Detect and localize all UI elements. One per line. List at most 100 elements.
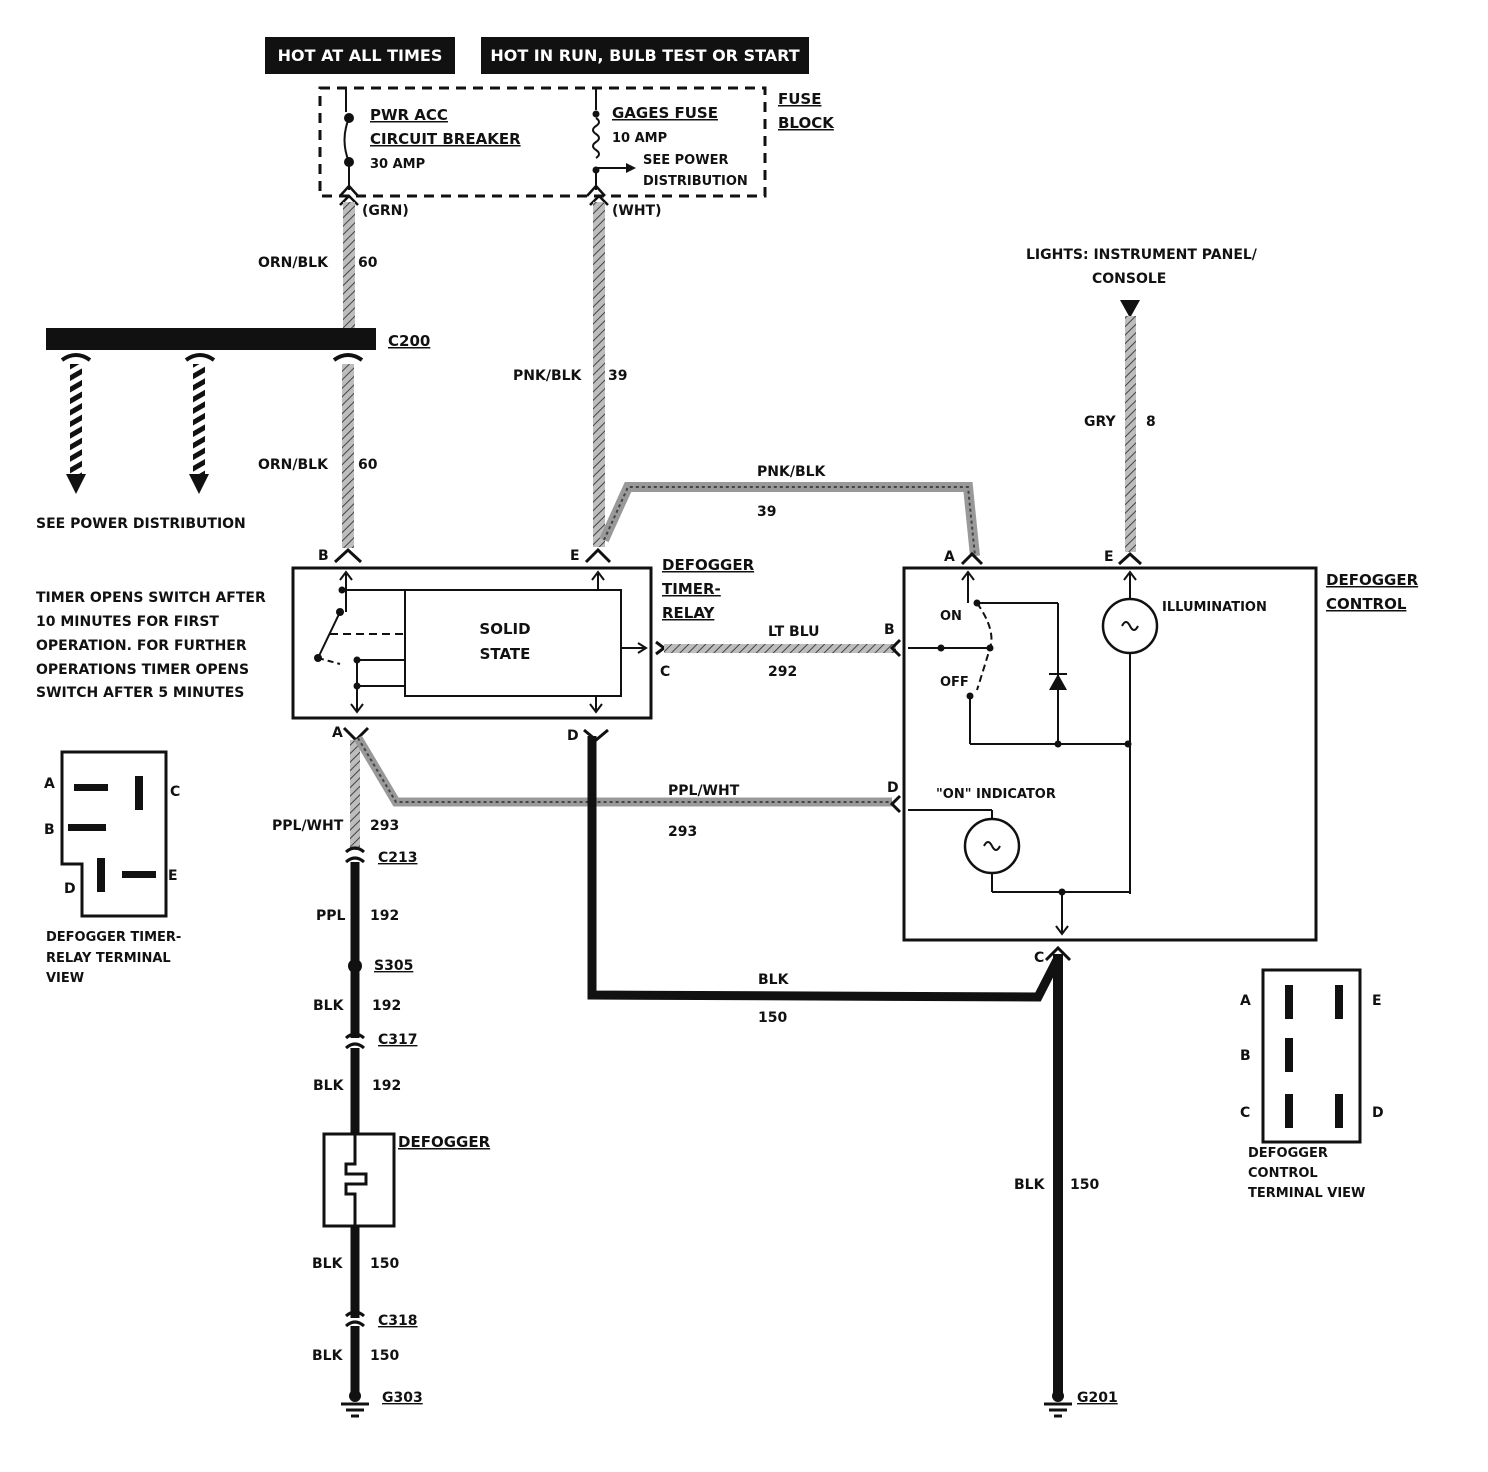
breaker-label-2: CIRCUIT BREAKER: [370, 130, 521, 148]
relay-view-caption-3: VIEW: [46, 971, 84, 986]
wire-150c-color: BLK: [758, 972, 790, 988]
wire-150d-color: BLK: [1014, 1177, 1046, 1193]
gages-see-power-2: DISTRIBUTION: [643, 174, 748, 189]
wire-150a-color: BLK: [312, 1256, 344, 1272]
wire-39-num: 39: [608, 368, 627, 384]
c213-label: C213: [378, 850, 418, 866]
control-pin-e: E: [1104, 549, 1114, 565]
fuse-block: FUSE BLOCK PWR ACC CIRCUIT BREAKER 30 AM…: [318, 86, 835, 219]
wire-39-color: PNK/BLK: [513, 368, 583, 384]
solid-state-label-1: SOLID: [479, 620, 530, 638]
c318-label: C318: [378, 1313, 418, 1329]
c200-label: C200: [388, 332, 430, 350]
wire-192c-num: 192: [372, 1078, 401, 1094]
lights-label-2: CONSOLE: [1092, 271, 1166, 287]
timer-relay-label-3: RELAY: [662, 604, 716, 622]
s305-label: S305: [374, 958, 413, 974]
timer-pin-b: B: [318, 548, 329, 564]
control-terminal-view: [1261, 968, 1362, 1144]
banner-hot-at-all-times-text: HOT AT ALL TIMES: [278, 46, 443, 65]
timer-note-5: SWITCH AFTER 5 MINUTES: [36, 685, 244, 701]
wire-293b-color: PPL/WHT: [668, 783, 740, 799]
wire-293-color: PPL/WHT: [272, 818, 344, 834]
switch-on-label: ON: [940, 609, 962, 624]
wire-150-blk-main: [583, 728, 1072, 1396]
timer-note-3: OPERATION. FOR FURTHER: [36, 638, 247, 654]
gages-fuse-symbol: [586, 88, 636, 197]
gages-fuse-label: GAGES FUSE: [612, 104, 718, 122]
wire-39b-num: 39: [757, 504, 776, 520]
fuse-block-label-2: BLOCK: [778, 114, 835, 132]
defogger-element: [322, 1132, 396, 1228]
c318-connector: [345, 1310, 365, 1328]
wire-39b-color: PNK/BLK: [757, 464, 827, 480]
c213-connector: [345, 846, 365, 864]
wire-292-color: LT BLU: [768, 624, 820, 640]
relay-view-pin-e: E: [168, 868, 178, 884]
timer-note-1: TIMER OPENS SWITCH AFTER: [36, 590, 266, 606]
relay-view-caption-1: DEFOGGER TIMER-: [46, 930, 181, 945]
c317-connector: [345, 1032, 365, 1050]
control-pin-a: A: [944, 549, 955, 565]
wire-192c-color: BLK: [313, 1078, 345, 1094]
wire-293-num: 293: [370, 818, 399, 834]
switch-off-label: OFF: [940, 675, 969, 690]
breaker-rating: 30 AMP: [370, 157, 425, 172]
control-view-caption-1: DEFOGGER: [1248, 1146, 1328, 1161]
timer-pin-e: E: [570, 548, 580, 564]
power-distribution-branches: [66, 364, 209, 494]
wire-60-lower: [333, 364, 363, 564]
c317-label: C317: [378, 1032, 418, 1048]
wire-60-upper: [339, 194, 359, 330]
timer-note-2: 10 MINUTES FOR FIRST: [36, 614, 219, 630]
banner-hot-at-all-times: HOT AT ALL TIMES: [265, 37, 455, 74]
lights-label-1: LIGHTS: INSTRUMENT PANEL/: [1026, 247, 1258, 263]
banner-hot-in-run: HOT IN RUN, BULB TEST OR START: [481, 37, 809, 74]
wire-150a-num: 150: [370, 1256, 399, 1272]
wire-192b-color: BLK: [313, 998, 345, 1014]
gages-see-power-1: SEE POWER: [643, 153, 728, 168]
c200-connector: [46, 328, 376, 362]
timer-relay-label-2: TIMER-: [662, 580, 721, 598]
defogger-label: DEFOGGER: [398, 1133, 491, 1151]
wire-8-color: GRY: [1084, 414, 1117, 430]
grn-terminal-label: (GRN): [362, 203, 409, 219]
wire-150b-color: BLK: [312, 1348, 344, 1364]
timer-note-4: OPERATIONS TIMER OPENS: [36, 662, 249, 678]
timer-pin-c: C: [660, 664, 670, 680]
banner-hot-in-run-text: HOT IN RUN, BULB TEST OR START: [490, 46, 799, 65]
see-power-distribution-label: SEE POWER DISTRIBUTION: [36, 516, 246, 532]
relay-view-pin-d: D: [64, 881, 76, 897]
illumination-label: ILLUMINATION: [1162, 600, 1267, 615]
relay-view-caption-2: RELAY TERMINAL: [46, 951, 171, 966]
wire-60-lower-color: ORN/BLK: [258, 457, 329, 473]
control-view-pin-a: A: [1240, 993, 1251, 1009]
wire-292-num: 292: [768, 664, 797, 680]
control-view-pin-e: E: [1372, 993, 1382, 1009]
wire-293: [342, 726, 902, 850]
circuit-breaker-symbol: [339, 88, 359, 197]
solid-state-label-2: STATE: [480, 645, 531, 663]
g201-ground-icon: [1044, 1390, 1072, 1418]
relay-view-pin-b: B: [44, 822, 55, 838]
wire-192a-color: PPL: [316, 908, 346, 924]
breaker-label-1: PWR ACC: [370, 106, 448, 124]
timer-pin-a: A: [332, 725, 343, 741]
wire-8-num: 8: [1146, 414, 1156, 430]
control-view-pin-c: C: [1240, 1105, 1250, 1121]
defogger-control-box: [902, 566, 1318, 942]
wire-192a-num: 192: [370, 908, 399, 924]
g303-ground-icon: [341, 1390, 369, 1418]
wht-terminal-label: (WHT): [612, 203, 662, 219]
wire-192b-num: 192: [372, 998, 401, 1014]
relay-terminal-view: [60, 750, 168, 918]
wire-292: [655, 638, 902, 658]
control-label-1: DEFOGGER: [1326, 571, 1419, 589]
wire-60-lower-num: 60: [358, 457, 378, 473]
control-pin-b: B: [884, 622, 895, 638]
control-pin-c: C: [1034, 950, 1044, 966]
wire-293b-num: 293: [668, 824, 697, 840]
relay-view-pin-c: C: [170, 784, 180, 800]
control-view-caption-2: CONTROL: [1248, 1166, 1318, 1181]
